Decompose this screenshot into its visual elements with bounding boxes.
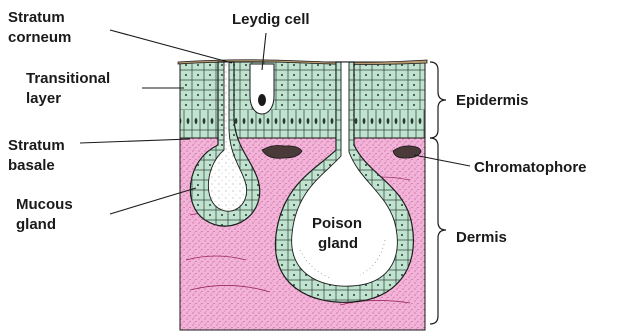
label-leydig-cell: Leydig cell: [232, 11, 310, 28]
leader-stratum-basale: [80, 139, 190, 143]
dermis-brace: [430, 138, 446, 324]
label-epidermis: Epidermis: [456, 92, 529, 109]
label-transitional-layer: Transitional layer: [26, 70, 114, 107]
leader-stratum-corneum: [110, 30, 232, 63]
label-stratum-basale: Stratum basale: [8, 137, 69, 174]
label-mucous-gland: Mucous gland: [16, 196, 77, 233]
epidermis-region: [180, 62, 425, 138]
label-stratum-corneum: Stratum corneum: [8, 9, 71, 46]
label-dermis: Dermis: [456, 229, 507, 246]
label-chromatophore: Chromatophore: [474, 159, 587, 176]
leydig-cell: [250, 64, 274, 114]
epidermis-brace: [430, 62, 446, 138]
